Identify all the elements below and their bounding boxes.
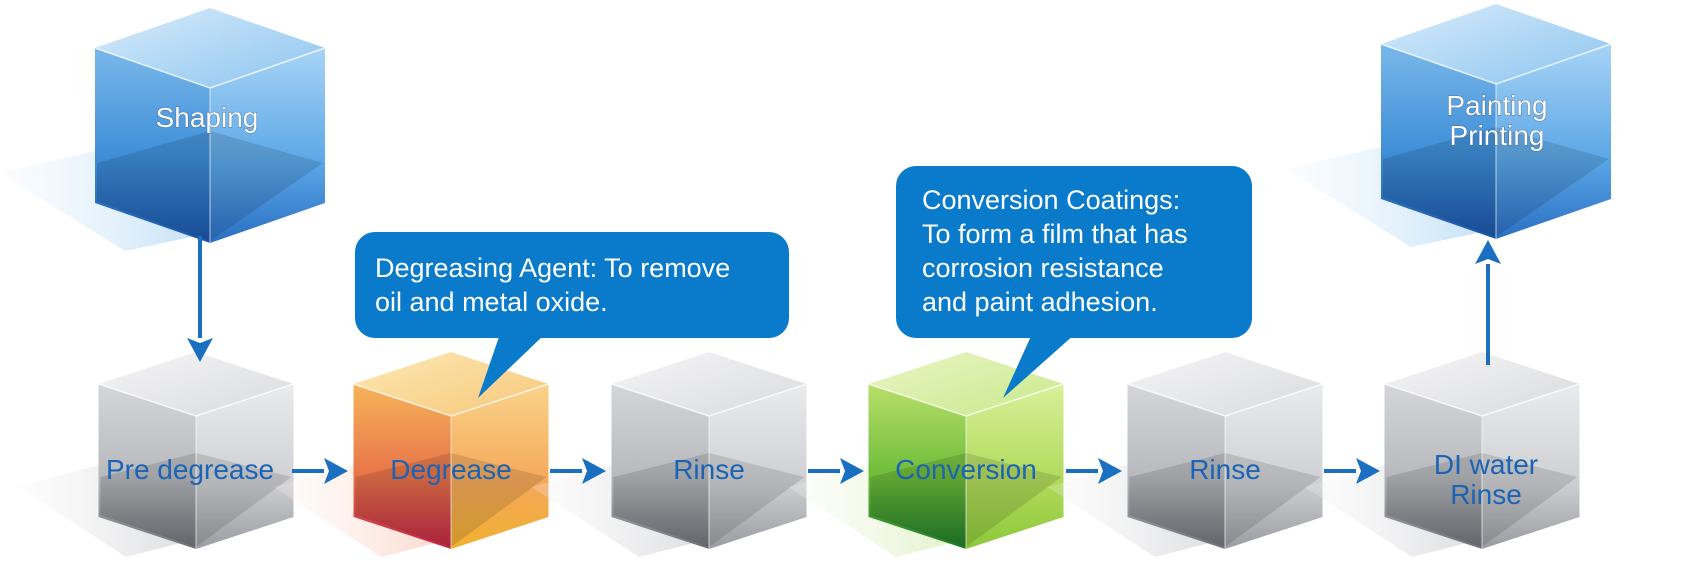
arrow-di-water-rinse-to-painting — [1475, 240, 1501, 365]
step-label-degrease: Degrease — [390, 454, 511, 485]
callout-degreasing-line-1: Degreasing Agent: To remove — [375, 253, 731, 283]
arrow-degrease-to-rinse — [550, 458, 606, 484]
step-label-conversion: Conversion — [895, 454, 1037, 485]
arrow-conversion-to-rinse — [1066, 458, 1122, 484]
step-label-painting-printing-line-2: Printing — [1450, 120, 1545, 151]
cube-left-face — [1127, 384, 1225, 549]
step-label-painting-printing-line-1: Painting — [1446, 90, 1547, 121]
cube-right-face — [1496, 44, 1611, 239]
cube-pre-degrease — [18, 352, 294, 557]
arrow-head — [582, 458, 606, 484]
arrow-rinse-to-di-water-rinse — [1324, 458, 1380, 484]
step-label-shaping: Shaping — [156, 102, 259, 133]
cube-left-face — [95, 48, 210, 243]
arrow-head — [324, 458, 348, 484]
cube-right-face — [709, 384, 807, 549]
arrow-head — [840, 458, 864, 484]
cube-left-face — [868, 384, 966, 549]
callout-degreasing: Degreasing Agent: To remove oil and meta… — [355, 232, 789, 338]
callout-conversion-line-3: corrosion resistance — [922, 253, 1164, 283]
cube-left-face — [353, 384, 451, 549]
cube-right-face — [1225, 384, 1323, 549]
cube-right-face — [966, 384, 1064, 549]
step-label-di-water-rinse-line-2: Rinse — [1450, 479, 1522, 510]
arrow-rinse-to-conversion — [808, 458, 864, 484]
cube-left-face — [98, 384, 196, 549]
cube-painting-printing — [1286, 4, 1612, 247]
cube-right-face — [1482, 384, 1580, 549]
cube-rinse-2 — [1047, 352, 1323, 557]
arrow-head — [187, 338, 213, 362]
callout-conversion-line-4: and paint adhesion. — [922, 287, 1158, 317]
cube-left-face — [1381, 44, 1496, 239]
cube-conversion — [788, 352, 1064, 557]
callout-conversion: Conversion Coatings: To form a film that… — [896, 166, 1252, 338]
cube-left-face — [1384, 384, 1482, 549]
cube-rinse-1 — [531, 352, 807, 557]
arrows-layer — [187, 236, 1501, 484]
callout-conversion-line-2: To form a film that has — [922, 219, 1188, 249]
callout-conversion-line-1: Conversion Coatings: — [922, 185, 1181, 215]
callout-tail-degreasing — [478, 334, 545, 398]
callout-degreasing-line-2: oil and metal oxide. — [375, 287, 608, 317]
cube-right-face — [451, 384, 549, 549]
cube-right-face — [210, 48, 325, 243]
step-label-pre-degrease: Pre degrease — [106, 454, 274, 485]
cube-di-water-rinse — [1304, 352, 1580, 557]
step-label-rinse-1: Rinse — [673, 454, 745, 485]
cube-degrease — [273, 352, 549, 557]
cube-right-face — [196, 384, 294, 549]
step-label-rinse-2: Rinse — [1189, 454, 1261, 485]
cubes-layer — [0, 4, 1612, 557]
callout-tail-conversion — [1003, 334, 1075, 398]
arrow-head — [1356, 458, 1380, 484]
arrow-pre-degrease-to-degrease — [292, 458, 348, 484]
cube-left-face — [611, 384, 709, 549]
arrow-head — [1475, 240, 1501, 264]
arrow-head — [1098, 458, 1122, 484]
arrow-shaping-to-pre-degrease — [187, 236, 213, 362]
cube-shaping — [0, 8, 326, 251]
step-label-di-water-rinse-line-1: DI water — [1434, 449, 1538, 480]
